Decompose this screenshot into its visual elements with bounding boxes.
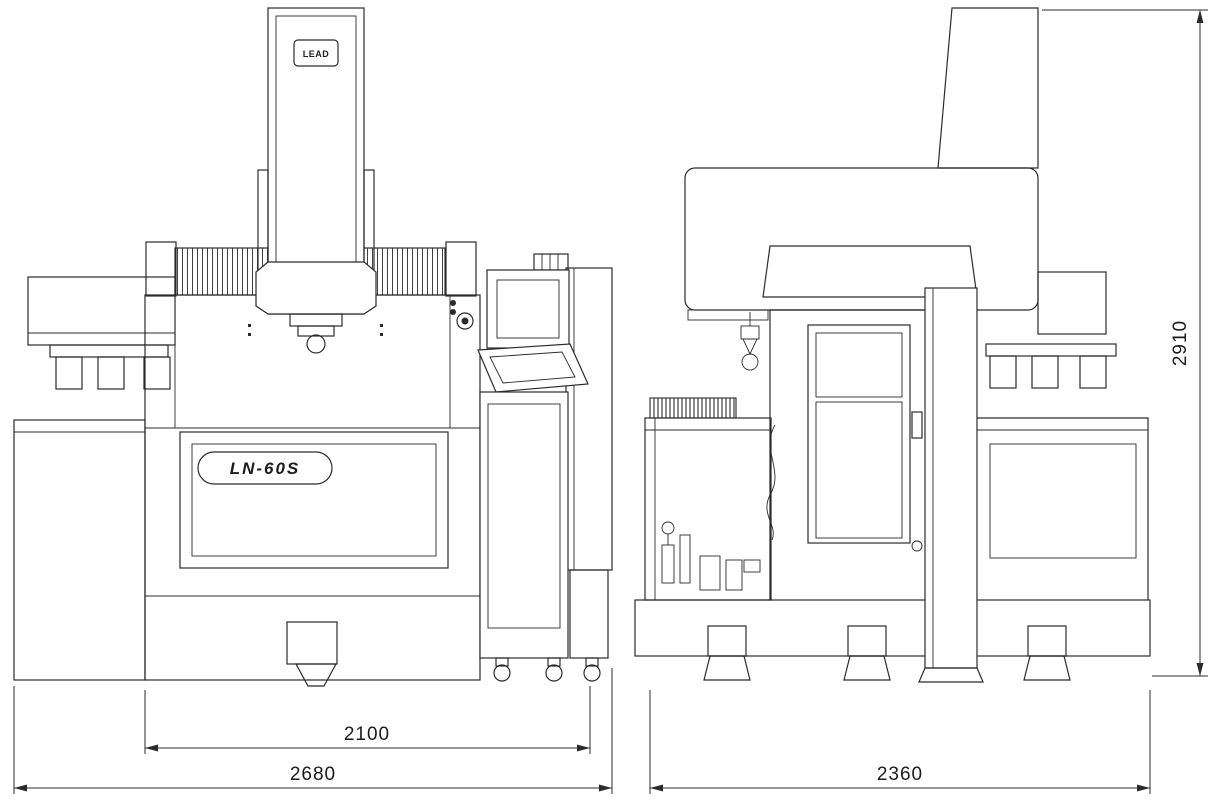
caster-wheel-3 <box>583 664 601 682</box>
tank-outline <box>644 417 772 601</box>
front-spindle-chuck <box>306 334 326 354</box>
side-dimension-2910: 2910 <box>1042 9 1208 677</box>
side-machine-body <box>769 309 1149 600</box>
side-tank <box>644 397 772 601</box>
side-door-panel <box>815 401 903 539</box>
logo-text: LEAD <box>303 49 330 59</box>
front-bottom-hatch <box>286 621 338 665</box>
front-control-station <box>477 253 613 682</box>
side-foot-1 <box>989 355 1017 389</box>
front-left-foot-2 <box>97 356 125 390</box>
front-button-2 <box>450 309 456 315</box>
dim-label-2360: 2360 <box>877 764 923 785</box>
front-top-post-right <box>445 241 477 297</box>
pipe-2 <box>725 559 743 591</box>
side-top-column <box>937 7 1039 169</box>
dim-label-2680: 2680 <box>290 764 336 785</box>
front-spindle-upper <box>289 313 343 327</box>
pendant-stand <box>479 391 569 659</box>
hose <box>766 424 776 541</box>
front-right-tower-lower <box>569 569 609 659</box>
front-left-arm <box>27 276 176 390</box>
valve-knob <box>661 521 675 535</box>
caster-wheel-1 <box>493 664 511 682</box>
leveling-pad-3 <box>1023 655 1071 681</box>
air-regulator <box>740 325 760 340</box>
keyboard-tray <box>477 343 589 393</box>
side-view: 2910 2360 <box>634 7 1208 794</box>
side-foot-2 <box>1031 355 1059 389</box>
front-door-inner <box>191 443 437 557</box>
side-plumbing-details <box>661 312 776 591</box>
dim-label-2910: 2910 <box>1170 320 1191 366</box>
fitting <box>743 559 761 573</box>
pipe-1 <box>679 534 691 584</box>
caster-wheel-2 <box>545 664 563 682</box>
tank-grille <box>649 397 737 419</box>
monitor-screen <box>496 279 560 339</box>
side-head-outline <box>684 167 1039 311</box>
front-dimension-2680: 2680 <box>13 668 613 794</box>
dim-label-2100: 2100 <box>344 724 390 745</box>
side-foot-3 <box>1079 355 1107 389</box>
base-anchor-3 <box>1027 625 1067 657</box>
side-top-column-outline <box>937 7 1039 169</box>
front-dimension-2100: 2100 <box>144 686 591 754</box>
front-column: LEAD <box>255 7 377 354</box>
pressure-gauge <box>741 353 759 371</box>
side-right-panel <box>989 443 1137 559</box>
logo-plate <box>293 39 339 67</box>
keyboard-keys <box>489 351 576 384</box>
side-column <box>918 287 984 683</box>
front-left-foot-3 <box>143 356 171 390</box>
model-badge-label: LN-60S <box>230 459 301 478</box>
base-anchor-1 <box>707 625 747 657</box>
front-bottom-funnel <box>294 663 338 687</box>
front-view: LN-60S LEAD <box>13 7 613 794</box>
front-column-flange <box>255 261 377 315</box>
pump-unit <box>699 555 721 591</box>
base-outline <box>634 599 1151 657</box>
front-estop-ring <box>456 312 474 330</box>
filter-bowl <box>742 338 758 356</box>
leveling-pad-1 <box>703 655 751 681</box>
front-button-1 <box>450 300 456 306</box>
side-right-arm <box>985 271 1117 389</box>
front-left-arm-plate <box>49 344 169 358</box>
side-door-window <box>815 332 903 398</box>
leveling-pad-2 <box>843 655 891 681</box>
side-dimension-2360: 2360 <box>649 690 1151 794</box>
side-head-assembly <box>684 167 1039 321</box>
valve-body <box>661 544 675 584</box>
front-estop-button <box>461 317 469 325</box>
front-left-cabinet <box>13 419 146 681</box>
side-door-handle <box>911 411 923 439</box>
side-base <box>634 599 1151 681</box>
front-left-foot-1 <box>55 356 83 390</box>
base-anchor-2 <box>847 625 887 657</box>
side-column-pad <box>918 667 984 683</box>
front-spindle-lower <box>297 325 335 337</box>
front-door <box>179 431 449 569</box>
pendant-motor <box>533 253 569 271</box>
side-arm-plate <box>985 343 1117 357</box>
side-door <box>807 324 911 544</box>
side-column-outline <box>924 287 978 669</box>
monitor <box>486 269 570 349</box>
model-badge-outline <box>197 451 333 485</box>
front-top-post-left <box>145 241 177 297</box>
front-right-tower <box>565 267 613 571</box>
